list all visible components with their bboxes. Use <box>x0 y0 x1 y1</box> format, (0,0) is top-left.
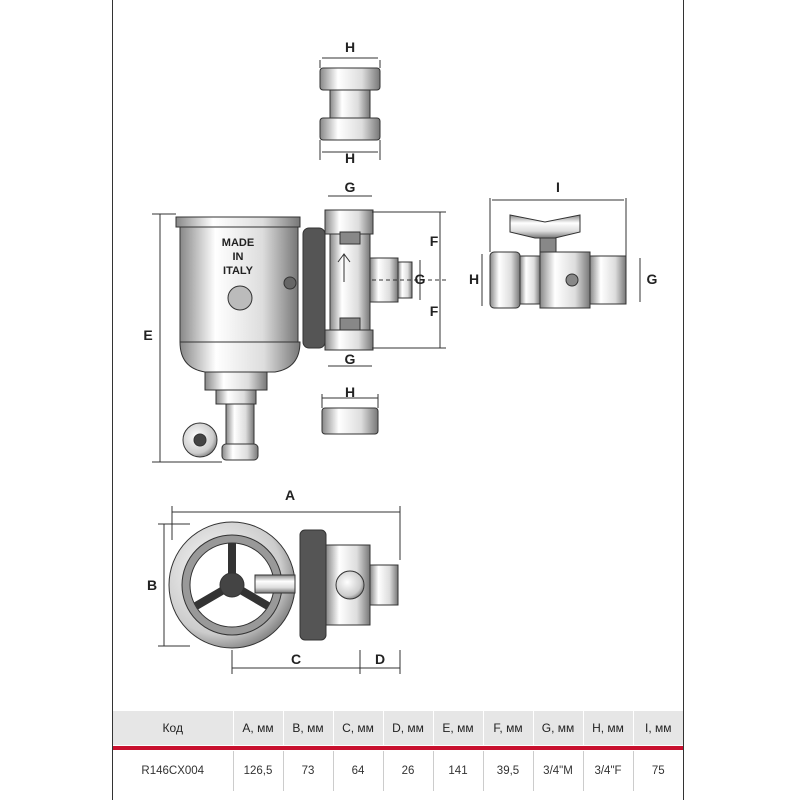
spec-table: Код A, мм B, мм C, мм D, мм E, мм F, мм … <box>113 711 683 791</box>
dim-c: C <box>291 651 301 667</box>
header-d: D, мм <box>383 711 434 745</box>
cell-code: R146CX004 <box>113 751 234 791</box>
cell-e: 141 <box>433 751 484 791</box>
magnet-ring <box>302 227 326 349</box>
cell-h: 3/4"F <box>583 751 634 791</box>
dim-g-top: G <box>345 179 356 195</box>
header-a: A, мм <box>233 711 284 745</box>
marking-in: IN <box>233 251 244 263</box>
cell-a: 126,5 <box>233 751 284 791</box>
header-h: H, мм <box>583 711 634 745</box>
dim-i: I <box>556 179 560 195</box>
table-accent-line <box>113 746 683 750</box>
ball-valve <box>481 198 641 309</box>
plan-view <box>158 506 401 674</box>
dim-e: E <box>143 327 152 343</box>
valve-tee <box>324 209 413 351</box>
cell-i: 75 <box>651 765 665 777</box>
table-header-row: Код A, мм B, мм C, мм D, мм E, мм F, мм … <box>113 711 683 745</box>
header-code: Код <box>113 711 234 745</box>
dim-f-top: F <box>430 233 439 249</box>
technical-drawing: H H G G H E F F G I H G A B C D MADE IN … <box>143 39 658 674</box>
cell-f: 39,5 <box>483 751 534 791</box>
drawing-frame <box>112 0 684 800</box>
dim-h-valve: H <box>469 271 479 287</box>
dim-d: D <box>375 651 385 667</box>
cell-b: 73 <box>283 751 334 791</box>
header-g: G, мм <box>533 711 584 745</box>
header-f: F, мм <box>483 711 534 745</box>
header-c: C, мм <box>333 711 384 745</box>
header-e: E, мм <box>433 711 484 745</box>
dim-g-valve: G <box>647 271 658 287</box>
dim-f-bottom: F <box>430 303 439 319</box>
dim-h-top: H <box>345 39 355 55</box>
dim-a: A <box>285 487 295 503</box>
dim-g-bottom: G <box>345 351 356 367</box>
bottom-nut <box>321 407 379 435</box>
header-i: I, мм <box>633 711 683 745</box>
dim-g-side: G <box>415 271 426 287</box>
marking-italy: ITALY <box>223 265 254 277</box>
cell-g: 3/4"M <box>533 751 584 791</box>
top-nut-fitting <box>319 57 381 160</box>
filter-body <box>175 216 301 461</box>
dim-b: B <box>147 577 157 593</box>
header-b: B, мм <box>283 711 334 745</box>
cell-c: 64 <box>333 751 384 791</box>
cell-d: 26 <box>383 751 434 791</box>
dim-h-bottom: H <box>345 384 355 400</box>
dim-h-mid: H <box>345 150 355 166</box>
marking-made: MADE <box>222 237 254 249</box>
table-row: R146CX004 126,5 73 64 26 141 39,5 3/4"M … <box>113 751 683 791</box>
